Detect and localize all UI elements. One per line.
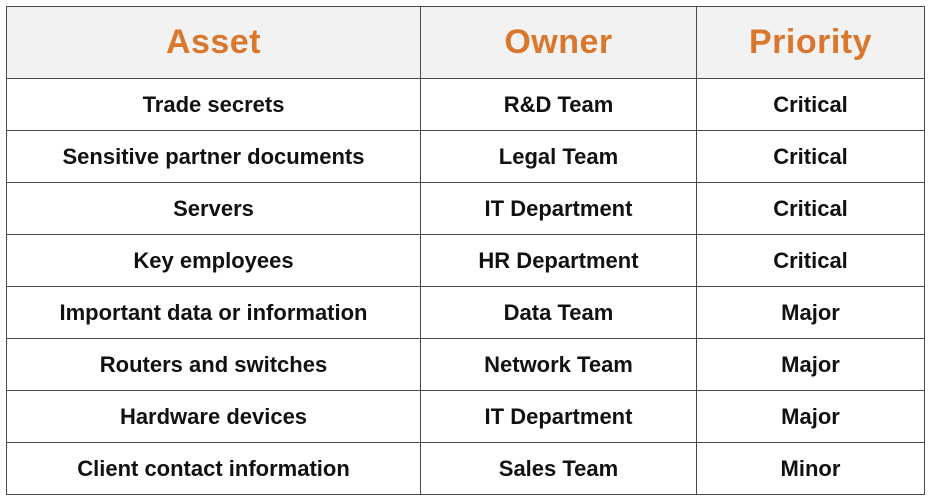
priority-cell: Critical [696, 78, 925, 131]
priority-cell: Major [696, 338, 925, 391]
table-row: Client contact information Sales Team Mi… [6, 442, 925, 495]
header-priority: Priority [696, 6, 925, 79]
table-row: Hardware devices IT Department Major [6, 390, 925, 443]
table-row: Routers and switches Network Team Major [6, 338, 925, 391]
owner-cell: Legal Team [420, 130, 697, 183]
header-asset: Asset [6, 6, 421, 79]
header-row: Asset Owner Priority [6, 6, 925, 79]
asset-cell: Hardware devices [6, 390, 421, 443]
table-row: Trade secrets R&D Team Critical [6, 78, 925, 131]
asset-table: Asset Owner Priority Trade secrets R&D T… [6, 6, 925, 495]
asset-cell: Trade secrets [6, 78, 421, 131]
priority-cell: Critical [696, 234, 925, 287]
owner-cell: Network Team [420, 338, 697, 391]
header-owner: Owner [420, 6, 697, 79]
owner-cell: Data Team [420, 286, 697, 339]
priority-cell: Major [696, 390, 925, 443]
asset-cell: Routers and switches [6, 338, 421, 391]
priority-cell: Minor [696, 442, 925, 495]
owner-cell: IT Department [420, 390, 697, 443]
asset-cell: Important data or information [6, 286, 421, 339]
priority-cell: Major [696, 286, 925, 339]
asset-cell: Key employees [6, 234, 421, 287]
priority-cell: Critical [696, 182, 925, 235]
table-row: Key employees HR Department Critical [6, 234, 925, 287]
table-row: Servers IT Department Critical [6, 182, 925, 235]
table-row: Important data or information Data Team … [6, 286, 925, 339]
owner-cell: Sales Team [420, 442, 697, 495]
asset-cell: Servers [6, 182, 421, 235]
table-header: Asset Owner Priority [6, 6, 925, 79]
table-row: Sensitive partner documents Legal Team C… [6, 130, 925, 183]
owner-cell: IT Department [420, 182, 697, 235]
owner-cell: HR Department [420, 234, 697, 287]
asset-table-container: Asset Owner Priority Trade secrets R&D T… [6, 6, 925, 495]
priority-cell: Critical [696, 130, 925, 183]
asset-cell: Sensitive partner documents [6, 130, 421, 183]
owner-cell: R&D Team [420, 78, 697, 131]
table-body: Trade secrets R&D Team Critical Sensitiv… [6, 78, 925, 495]
asset-cell: Client contact information [6, 442, 421, 495]
